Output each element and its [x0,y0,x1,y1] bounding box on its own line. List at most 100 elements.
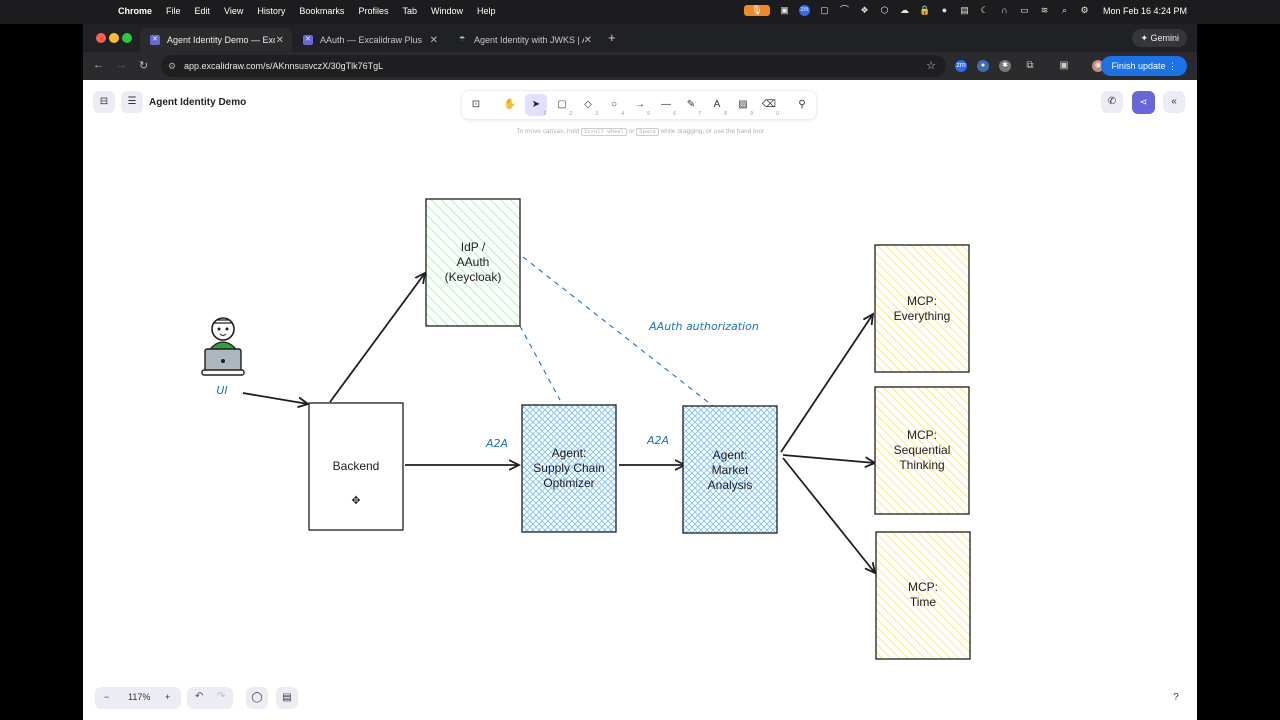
undo-icon[interactable]: ↶ [195,691,204,702]
arrow-market-to-mcp-sequential[interactable] [782,454,875,463]
site-info-icon[interactable]: ⚙ [168,61,177,71]
forward-arrow-icon[interactable]: → [116,59,127,71]
close-tab-icon[interactable]: ✕ [583,34,592,46]
dropbox-icon[interactable]: ❖ [860,5,869,15]
user-figure[interactable] [201,317,245,376]
close-window-button[interactable] [96,33,106,43]
wifi-icon[interactable]: ≋ [1040,5,1049,15]
a2a-label[interactable]: A2A [485,437,508,450]
moon-icon[interactable]: ☾ [980,5,989,15]
battery-icon[interactable]: ▭ [1020,5,1029,15]
gemini-button[interactable]: ✦ Gemini [1132,29,1187,47]
selection-tool-icon[interactable]: ➤1 [525,94,547,117]
user-eye [225,327,229,331]
line-tool-icon[interactable]: —6 [661,99,676,117]
eraser-tool-icon[interactable]: ⌫0 [761,99,779,117]
close-tab-icon[interactable]: ✕ [429,34,438,46]
rectangle-tool-icon[interactable]: ▢2 [557,99,572,117]
menu-bookmarks[interactable]: Bookmarks [299,6,345,16]
profile-avatar[interactable]: ◉ [1092,60,1104,72]
phone-call-icon[interactable]: ✆ [1101,91,1123,113]
extensions-puzzle-icon[interactable]: ⧉ [1026,60,1034,71]
draw-tool-icon[interactable]: ✎7 [686,99,701,117]
minimize-window-button[interactable] [109,33,119,43]
image-tool-icon[interactable]: ▨9 [738,99,753,117]
zoom-out-icon[interactable]: − [104,692,110,702]
redo-icon[interactable]: ↷ [217,691,226,702]
back-arrow-icon[interactable]: ← [93,59,104,71]
sidebar-toggle-icon[interactable]: ⊟ [93,91,115,113]
ellipse-tool-icon[interactable]: ○4 [610,99,624,117]
menu-view[interactable]: View [224,6,244,16]
address-bar[interactable]: ⚙ app.excalidraw.com/s/AKnnsusvczX/30gTl… [161,55,946,77]
close-tab-icon[interactable]: ✕ [275,34,284,46]
notes-icon[interactable]: ● [941,5,948,15]
shield-icon[interactable]: ⬡ [880,5,889,15]
lock-tool-icon[interactable]: ⊡ [471,99,481,110]
mcp-time-node[interactable]: MCP: Time [875,531,971,660]
side-panel-icon[interactable]: ▣ [1059,60,1069,71]
zoom-in-icon[interactable]: + [165,692,171,702]
arrow-backend-to-idp[interactable] [329,273,425,403]
menu-app-name[interactable]: Chrome [118,6,153,16]
menu-history[interactable]: History [257,6,286,16]
menu-help[interactable]: Help [476,6,496,16]
mcp-sequential-thinking-node[interactable]: MCP: Sequential Thinking [874,386,970,515]
arrow-market-to-mcp-everything[interactable] [780,314,873,453]
menu-clock[interactable]: Mon Feb 16 4:24 PM [1102,6,1187,16]
aauth-dashed-line[interactable] [519,325,561,401]
diagram-canvas[interactable]: UI IdP / AAuth (Keycloak) Backend ✥ Agen… [83,80,1197,720]
lock-icon[interactable]: 🔒 [919,5,931,15]
more-tools-icon[interactable]: ⚲ [798,99,806,110]
arrow-market-to-mcp-time[interactable] [782,457,875,573]
backend-node[interactable]: Backend ✥ [308,402,404,531]
zoom-level[interactable]: 117% [128,692,151,702]
hand-tool-icon[interactable]: ✋ [503,99,517,110]
new-tab-button[interactable]: + [608,30,616,45]
bookmark-star-icon[interactable]: ☆ [926,60,936,72]
arrow-ui-to-backend[interactable] [242,392,308,404]
finish-update-button[interactable]: Finish update ⋮ [1101,56,1187,76]
document-icon[interactable]: ▤ [960,5,969,15]
arrow-tool-icon[interactable]: →5 [635,99,650,117]
share-button[interactable]: ⋖ [1132,91,1155,114]
supply-chain-agent-node[interactable]: Agent: Supply Chain Optimizer [521,404,617,533]
cloud-sync-icon[interactable]: ⌒ [839,5,849,15]
aauth-dashed-line[interactable] [522,256,714,407]
cloud-off-icon[interactable]: ☁ [900,5,909,15]
control-center-icon[interactable]: ⚙ [1080,5,1089,15]
zoom-extension-icon[interactable]: zm [955,60,967,72]
main-menu-icon[interactable]: ☰ [121,91,143,113]
reload-icon[interactable]: ↻ [139,60,149,72]
comment-icon[interactable]: ◯ [246,687,268,709]
a2a-label[interactable]: A2A [646,434,669,447]
ui-label[interactable]: UI [216,384,227,397]
camera-icon[interactable]: ▣ [780,5,789,15]
menu-file[interactable]: File [166,6,181,16]
diamond-tool-icon[interactable]: ◇3 [584,99,598,117]
maximize-window-button[interactable] [122,33,132,43]
extension-gear-icon[interactable]: ✱ [999,60,1011,72]
app-status-icon[interactable]: ▢ [820,5,829,15]
idp-node[interactable]: IdP / AAuth (Keycloak) [425,198,521,327]
help-icon[interactable]: ? [1173,692,1179,703]
tab-agent-identity-jwks[interactable]: ☂ Agent Identity with JWKS | A ✕ [447,28,600,52]
zoom-app-icon[interactable]: zm [799,5,810,16]
menu-window[interactable]: Window [430,6,463,16]
menu-edit[interactable]: Edit [194,6,211,16]
mcp-everything-node[interactable]: MCP: Everything [874,244,970,373]
tab-agent-identity-demo[interactable]: ✕ Agent Identity Demo — Excali ✕ [140,28,292,52]
market-analysis-agent-node[interactable]: Agent: Market Analysis [682,405,778,534]
document-title[interactable]: Agent Identity Demo [149,97,247,108]
menu-tab[interactable]: Tab [402,6,417,16]
collapse-panel-icon[interactable]: « [1163,91,1185,113]
search-icon[interactable]: ⌕ [1061,5,1068,15]
extension-icon[interactable]: ● [977,60,989,72]
headphones-icon[interactable]: ∩ [1001,5,1008,15]
microphone-icon[interactable]: 🎙 [744,5,770,16]
menu-profiles[interactable]: Profiles [358,6,389,16]
tab-aauth-excalidraw-plus[interactable]: ✕ AAuth — Excalidraw Plus ✕ [293,28,446,52]
presentation-icon[interactable]: ▤ [276,687,298,709]
aauth-authorization-label[interactable]: AAuth authorization [648,320,759,333]
